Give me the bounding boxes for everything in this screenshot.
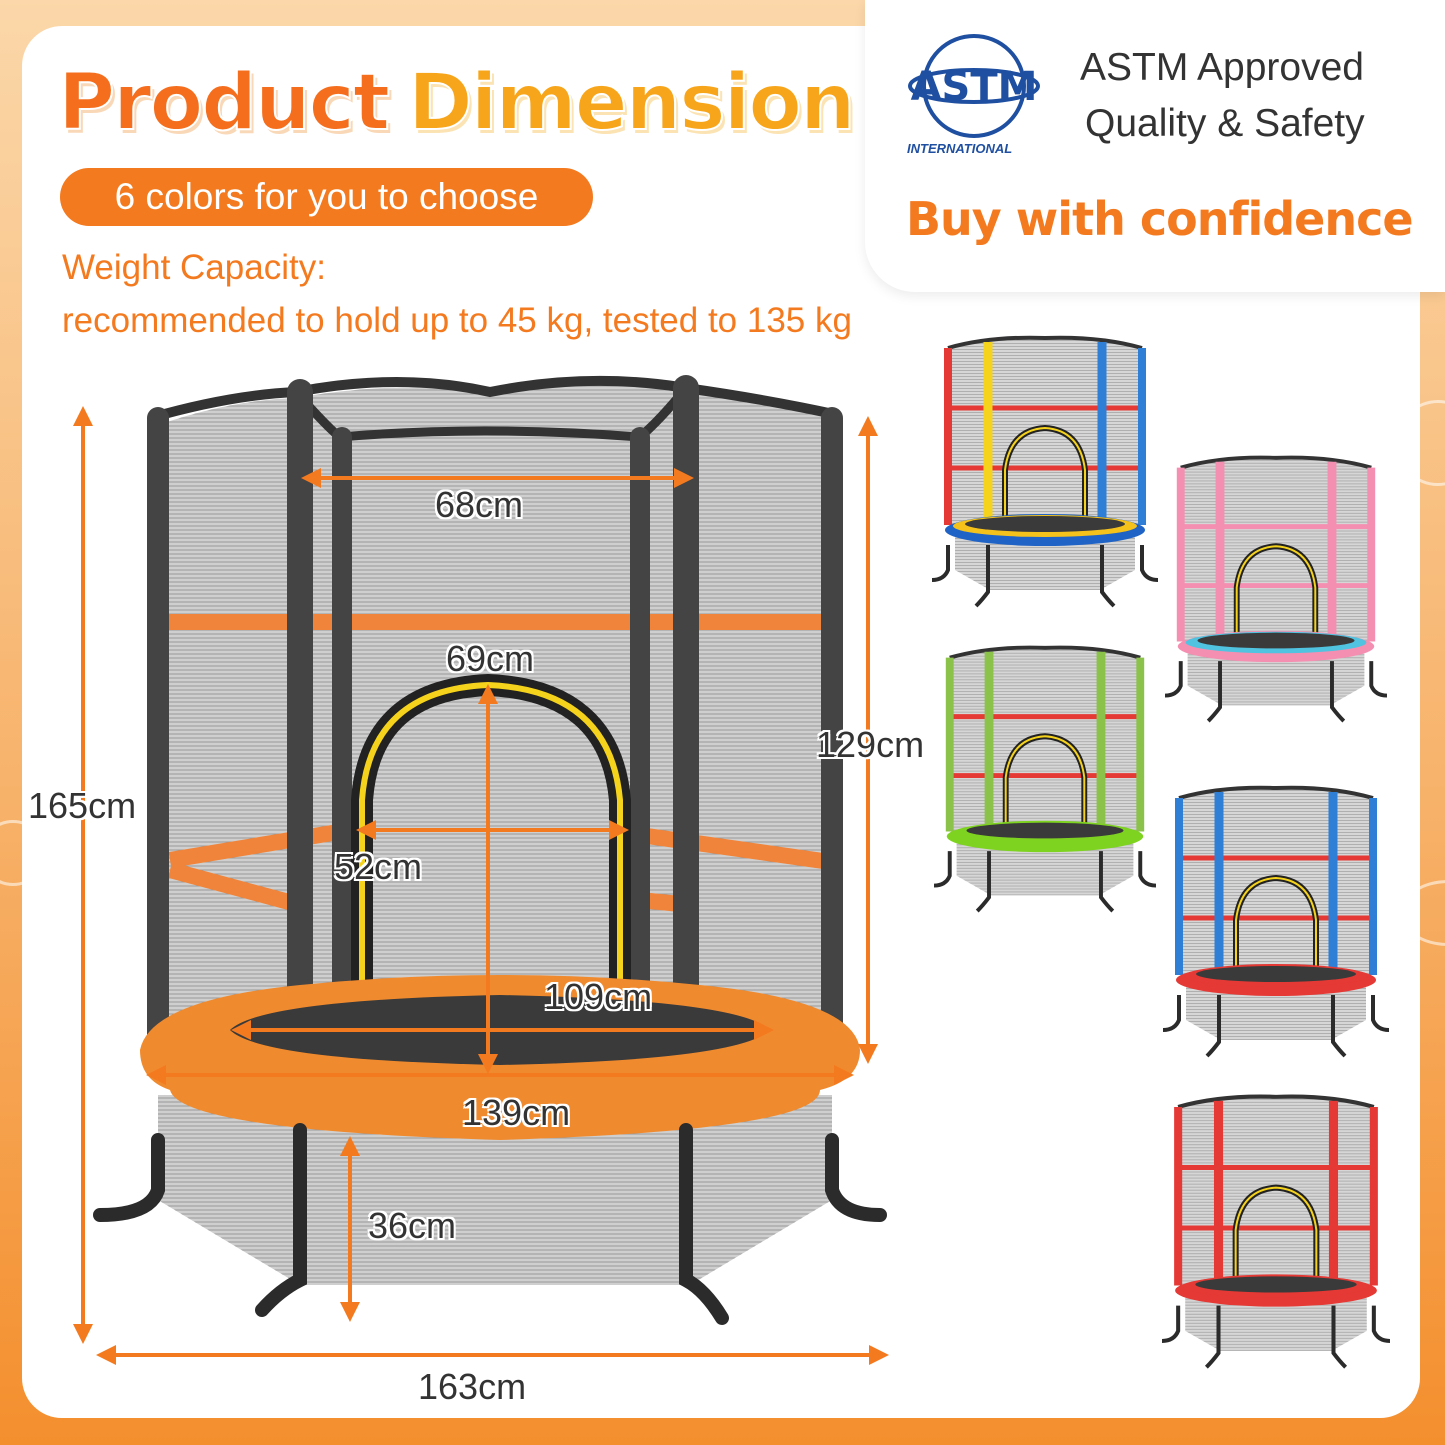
top-rail bbox=[148, 375, 840, 423]
variant-blue-red bbox=[1162, 785, 1390, 1058]
top-rail-back bbox=[292, 385, 690, 442]
dim-door-height: 69cm bbox=[446, 638, 535, 679]
dim-leg-span: 163cm bbox=[418, 1366, 527, 1407]
certification-card bbox=[865, 0, 1445, 292]
colors-pill: 6 colors for you to choose bbox=[60, 168, 593, 226]
dim-frame-height: 36cm bbox=[368, 1205, 457, 1246]
poles bbox=[147, 375, 843, 1093]
dim-mat-diameter: 109cm bbox=[544, 976, 653, 1017]
dim-enclosure-height: 129cm bbox=[816, 724, 925, 765]
astm-logo-subtext: INTERNATIONAL bbox=[907, 141, 1013, 156]
variant-pink-blue bbox=[1164, 455, 1388, 723]
astm-logo: ASTM bbox=[908, 34, 1040, 138]
dim-frame-diameter: 139cm bbox=[462, 1092, 571, 1133]
variant-blue-yellow bbox=[931, 335, 1159, 608]
cert-line-approved: ASTM Approved bbox=[1080, 46, 1364, 89]
cert-line-quality: Quality & Safety bbox=[1085, 102, 1365, 145]
title-product: Product bbox=[57, 57, 391, 149]
title-dimension: Dimension bbox=[407, 57, 856, 149]
weight-capacity-detail: recommended to hold up to 45 kg, tested … bbox=[62, 301, 852, 340]
dimension-arrows bbox=[73, 406, 889, 1365]
variant-green bbox=[933, 645, 1157, 913]
astm-logo-text: ASTM bbox=[911, 64, 1038, 110]
legs bbox=[93, 1123, 887, 1325]
left-lower-strap bbox=[168, 822, 352, 868]
left-lower-strap-front bbox=[167, 862, 303, 913]
variant-red bbox=[1161, 1094, 1391, 1369]
tagline-confidence: Buy with confidence bbox=[906, 192, 1414, 246]
base-net bbox=[158, 1095, 832, 1285]
dim-total-height: 165cm bbox=[28, 785, 137, 826]
right-lower-strap bbox=[638, 827, 832, 870]
dim-door-width: 52cm bbox=[334, 846, 423, 887]
dim-top-width: 68cm bbox=[435, 484, 524, 525]
weight-capacity-label: Weight Capacity: bbox=[62, 248, 326, 287]
